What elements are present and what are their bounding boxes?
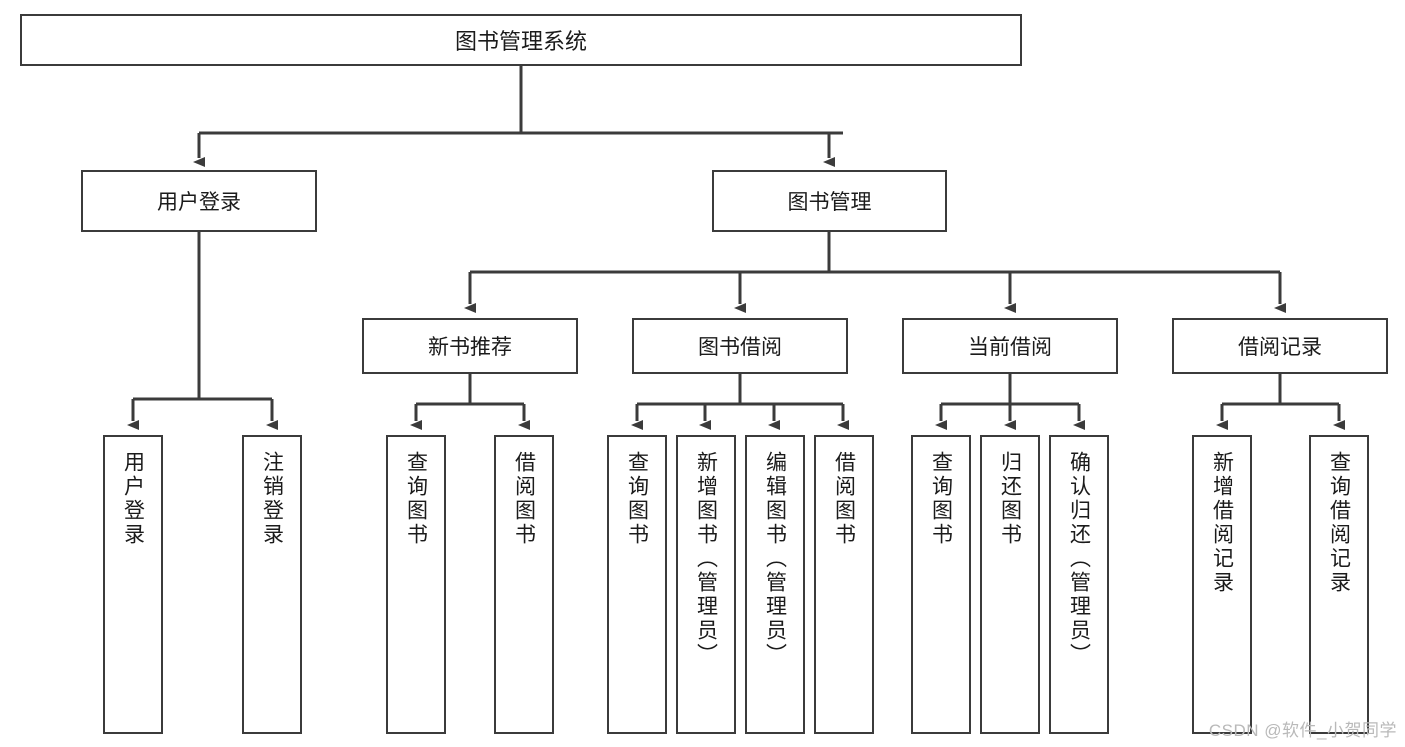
leaf-user-login-login[interactable]: 用户登录: [103, 435, 163, 734]
leaf-record-query-record[interactable]: 查询借阅记录: [1309, 435, 1369, 734]
node-label: 图书管理: [787, 191, 872, 214]
leaf-borrow-add-book[interactable]: 新增图书（管理员）: [676, 435, 736, 734]
node-label: 图书借阅: [698, 336, 782, 359]
node-label: 当前借阅: [968, 336, 1052, 359]
leaf-record-add-record[interactable]: 新增借阅记录: [1192, 435, 1252, 734]
leaf-borrow-edit-book[interactable]: 编辑图书（管理员）: [745, 435, 805, 734]
node-label: 编辑图书（管理员）: [763, 451, 787, 667]
node-book-management[interactable]: 图书管理: [712, 170, 947, 232]
node-label: 借阅图书: [832, 451, 856, 547]
leaf-borrow-query-book[interactable]: 查询图书: [607, 435, 667, 734]
node-root-system[interactable]: 图书管理系统: [20, 14, 1022, 66]
node-label: 新增图书（管理员）: [694, 451, 718, 667]
leaf-borrow-borrow-book[interactable]: 借阅图书: [814, 435, 874, 734]
node-label: 查询借阅记录: [1327, 451, 1351, 595]
node-new-book-recommend[interactable]: 新书推荐: [362, 318, 578, 374]
leaf-current-query-book[interactable]: 查询图书: [911, 435, 971, 734]
node-label: 查询图书: [625, 451, 649, 547]
node-borrow-record[interactable]: 借阅记录: [1172, 318, 1388, 374]
node-user-login[interactable]: 用户登录: [81, 170, 317, 232]
leaf-recommend-borrow-book[interactable]: 借阅图书: [494, 435, 554, 734]
node-label: 新书推荐: [428, 336, 512, 359]
node-label: 用户登录: [121, 451, 145, 547]
node-current-borrow[interactable]: 当前借阅: [902, 318, 1118, 374]
node-label: 注销登录: [260, 451, 284, 547]
leaf-user-login-logout[interactable]: 注销登录: [242, 435, 302, 734]
node-label: 借阅图书: [512, 451, 536, 547]
node-label: 确认归还（管理员）: [1067, 451, 1091, 667]
csdn-watermark: CSDN @软件_小贺同学: [1208, 721, 1397, 740]
node-label: 查询图书: [404, 451, 428, 547]
node-label: 查询图书: [929, 451, 953, 547]
node-label: 用户登录: [157, 191, 241, 214]
node-label: 借阅记录: [1238, 336, 1322, 359]
node-label: 图书管理系统: [454, 29, 587, 54]
node-label: 新增借阅记录: [1210, 451, 1234, 595]
leaf-recommend-query-book[interactable]: 查询图书: [386, 435, 446, 734]
node-book-borrow[interactable]: 图书借阅: [632, 318, 848, 374]
node-label: 归还图书: [998, 451, 1022, 547]
leaf-current-confirm-return[interactable]: 确认归还（管理员）: [1049, 435, 1109, 734]
leaf-current-return-book[interactable]: 归还图书: [980, 435, 1040, 734]
